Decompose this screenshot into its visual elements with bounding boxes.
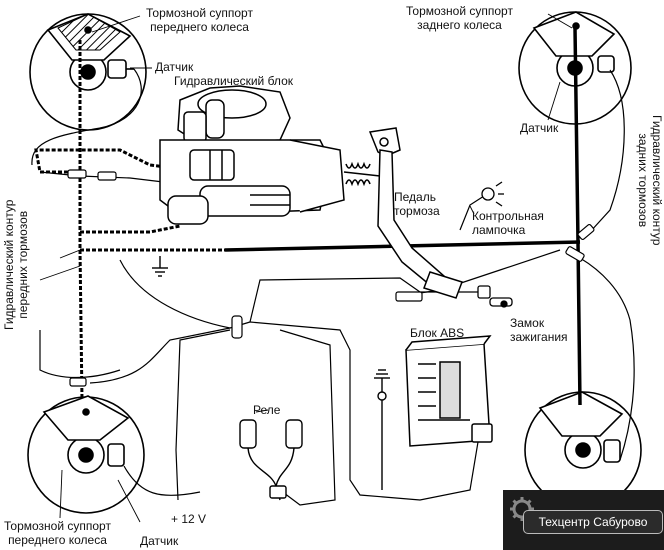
front-right-wheel: [27, 395, 145, 514]
wire-connectors: [67, 169, 595, 387]
relay: [239, 419, 303, 501]
sensor-wiring: [31, 68, 635, 506]
front-left-wheel: [29, 13, 147, 131]
label-relay: Реле: [253, 403, 281, 417]
warning-lamp: [481, 181, 504, 207]
brake-pedal: [368, 127, 463, 299]
ground-symbols: [152, 256, 390, 490]
label-warning-lamp: Контрольная лампочка: [472, 209, 544, 237]
label-plus-12v: + 12 V: [171, 512, 207, 526]
label-sensor-rear-top: Датчик: [520, 121, 559, 135]
rear-right-wheel: [524, 391, 642, 509]
label-rear-caliper-top: Тормозной суппорт заднего колеса: [406, 4, 513, 32]
label-front-circuit: Гидравлический контур передних тормозов: [2, 199, 30, 330]
label-ignition-lock: Замок зажигания: [510, 316, 568, 344]
label-brake-pedal: Педаль тормоза: [394, 190, 440, 218]
hydraulic-unit: [159, 85, 345, 225]
label-leaders: [39, 13, 573, 523]
label-hydraulic-unit: Гидравлический блок: [174, 74, 293, 88]
label-sensor-bottom: Датчик: [140, 534, 179, 548]
front-left-caliper: [57, 13, 121, 51]
ignition-key: [477, 285, 513, 308]
watermark-badge: Техцентр Сабурово: [503, 490, 664, 550]
label-sensor-front-top: Датчик: [155, 60, 194, 74]
label-abs-unit: Блок ABS: [410, 326, 465, 340]
abs-control-unit: [405, 335, 493, 447]
label-rear-circuit: Гидравлический контур задних тормозов: [636, 115, 664, 246]
gear-icon: [510, 497, 534, 521]
label-front-caliper-top: Тормозной суппорт переднего колеса: [146, 6, 253, 34]
watermark-text: Техцентр Сабурово: [523, 510, 663, 534]
pedal-pushrod: [343, 161, 381, 187]
label-front-caliper-bottom: Тормозной суппорт переднего колеса: [4, 519, 111, 547]
